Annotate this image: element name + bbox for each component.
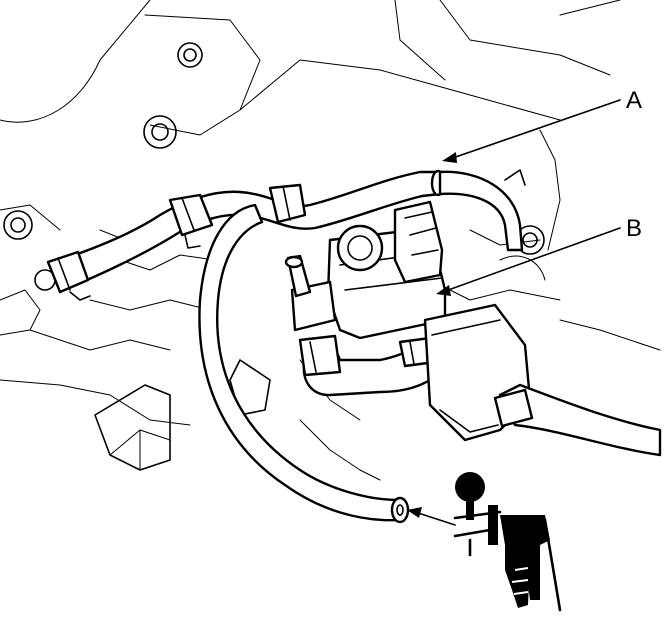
lower-hose-b [298, 334, 437, 397]
callout-label-a: A [626, 87, 642, 114]
vacuum-hose-a [46, 169, 446, 301]
evap-canister [423, 303, 662, 457]
bolt-boss-group [3, 42, 545, 291]
right-hose-loop [438, 169, 526, 252]
callout-arrows [407, 99, 621, 526]
callout-label-b: B [626, 215, 642, 242]
purge-control-valve [284, 200, 447, 340]
vacuum-pump-icon [453, 472, 562, 612]
